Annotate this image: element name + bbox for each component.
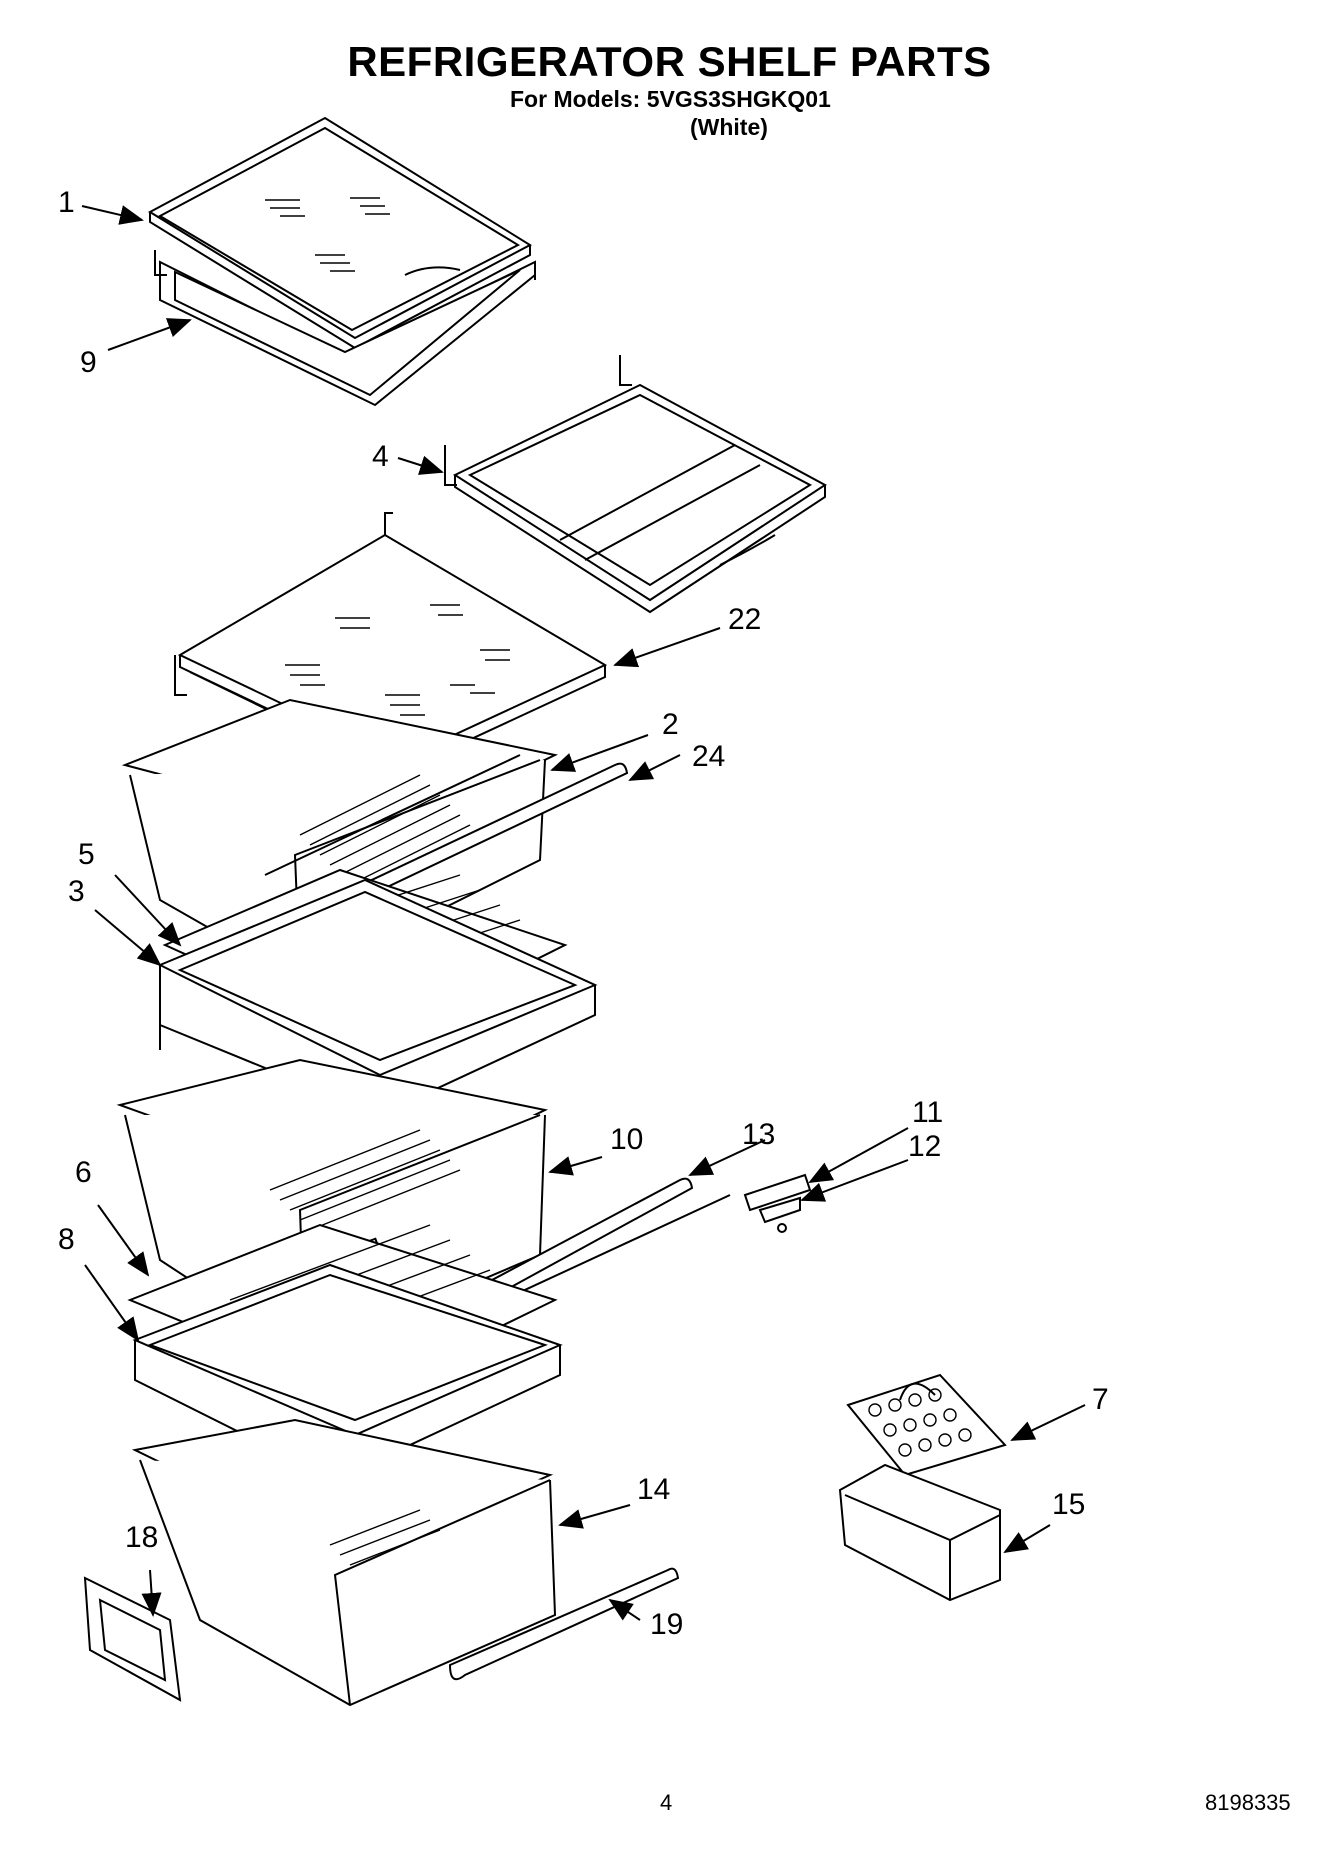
part-18-label-plate [83, 1576, 182, 1702]
callout-4: 4 [372, 440, 389, 473]
callout-2: 2 [662, 708, 679, 741]
callout-22: 22 [728, 603, 762, 636]
callout-11: 11 [912, 1096, 944, 1129]
page-number: 4 [660, 1790, 673, 1815]
callout-6: 6 [75, 1156, 92, 1189]
callout-8: 8 [58, 1223, 75, 1256]
part-12-control-clip [758, 1196, 801, 1233]
callout-7: 7 [1092, 1383, 1109, 1416]
callout-18: 18 [125, 1521, 159, 1554]
callout-10: 10 [610, 1123, 644, 1156]
document-number: 8198335 [1205, 1790, 1291, 1815]
callout-9: 9 [80, 346, 97, 379]
model-variant: (White) [690, 114, 768, 140]
part-7-egg-tray [846, 1373, 1007, 1477]
models-line: For Models: 5VGS3SHGKQ01 [510, 86, 831, 112]
callout-3: 3 [68, 875, 85, 908]
callout-15: 15 [1052, 1488, 1086, 1521]
callout-24: 24 [692, 740, 726, 773]
page-title: REFRIGERATOR SHELF PARTS [347, 38, 992, 85]
part-19-drawer-trim [448, 1567, 680, 1681]
callout-13: 13 [742, 1118, 776, 1151]
part-9-shelf-frame [154, 250, 536, 407]
part-14-bottom-drawer [131, 1418, 557, 1707]
leader-arrows [81, 205, 1086, 1621]
part-15-egg-bin [838, 1463, 1001, 1602]
callout-14: 14 [637, 1473, 671, 1506]
callout-19: 19 [650, 1608, 684, 1641]
callout-12: 12 [908, 1130, 942, 1163]
callout-1: 1 [58, 186, 75, 219]
part-4-shelf-frame [444, 355, 827, 614]
part-8-crisper-frame [132, 1263, 563, 1482]
callout-5: 5 [78, 838, 95, 871]
